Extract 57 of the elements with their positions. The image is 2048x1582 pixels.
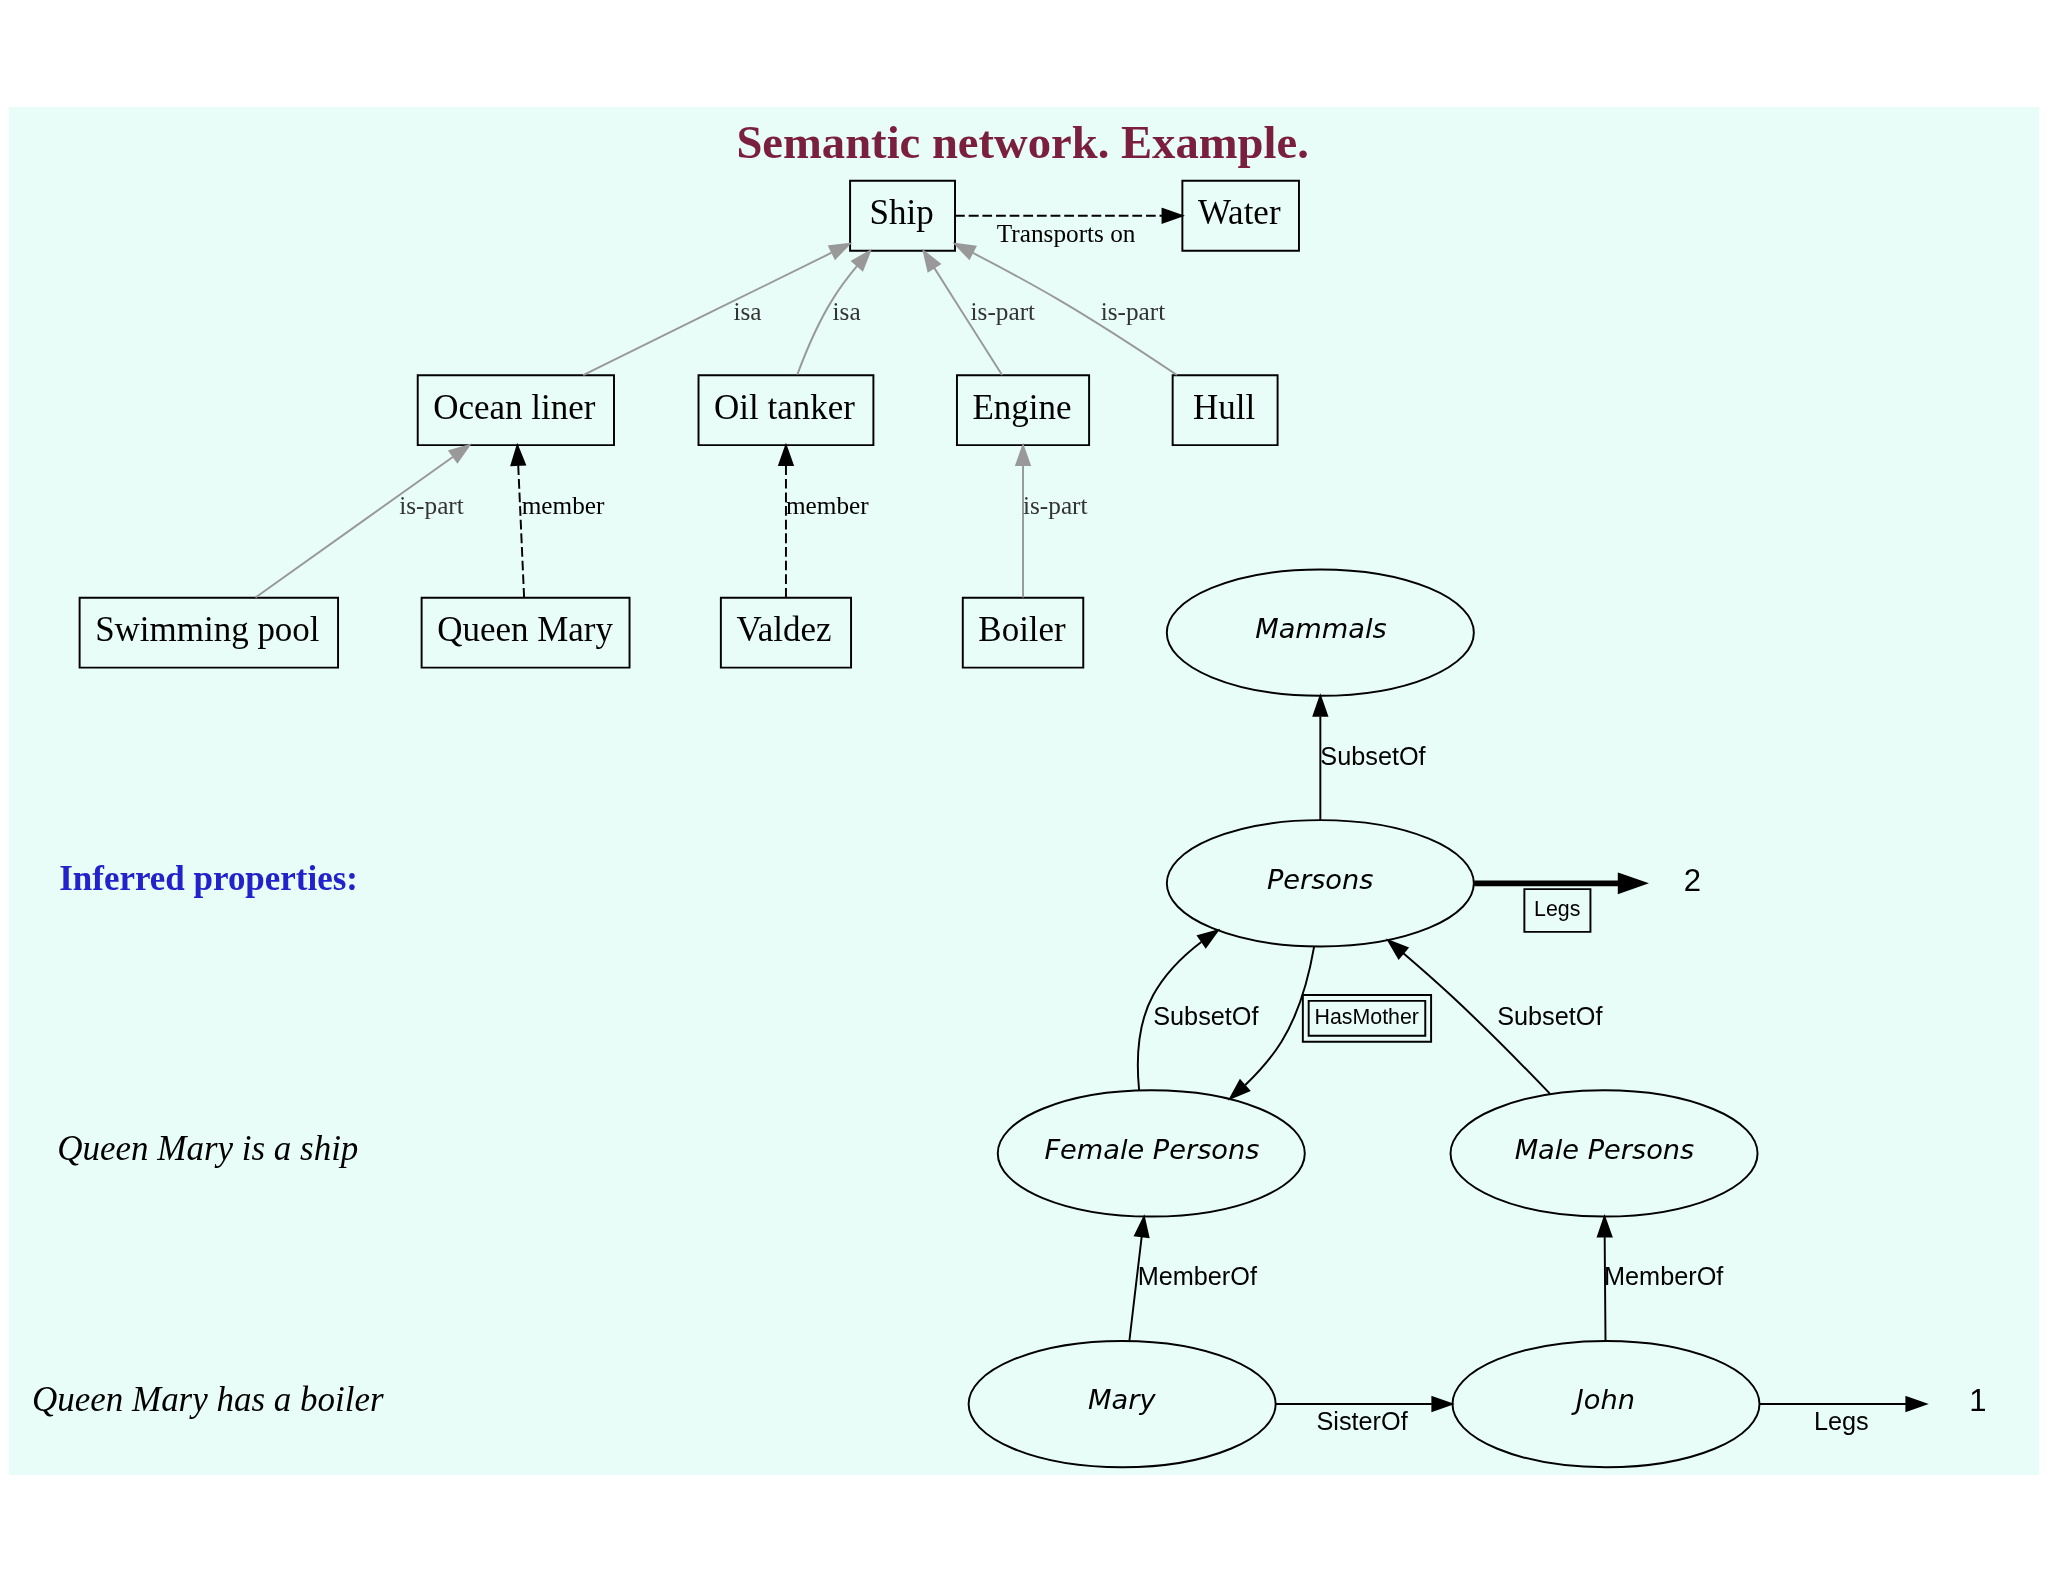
node-ellipse: Male Persons: [1449, 1089, 1759, 1218]
arrow: [796, 248, 873, 376]
edge-label: isa: [832, 296, 861, 325]
label: Inferred properties:: [59, 858, 359, 898]
arrow: [254, 443, 472, 599]
label: Queen Mary is a ship: [57, 1129, 359, 1169]
edge-label: Legs: [1534, 896, 1581, 921]
edge-label: Transports on: [996, 218, 1136, 247]
node-box: Engine: [956, 374, 1091, 447]
edge-label: member: [521, 490, 605, 519]
node-ellipse: John: [1451, 1339, 1761, 1469]
arrow: [1014, 442, 1032, 599]
edge-label: Legs: [1813, 1407, 1869, 1436]
arrow: [1596, 1214, 1613, 1342]
node-text: 1: [1969, 1383, 1987, 1419]
node-box: Ocean liner: [416, 374, 615, 447]
node-ellipse: Mammals: [1165, 568, 1475, 697]
node-box: Valdez: [719, 596, 853, 669]
arrow: [1228, 945, 1316, 1101]
arrow: [1312, 693, 1329, 821]
edge-label: is-part: [1023, 490, 1088, 519]
diagram-title: Semantic network. Example.: [736, 115, 1309, 168]
edge-label: is-part: [399, 490, 464, 519]
node-box: Oil tanker: [697, 374, 875, 447]
edge-label: SisterOf: [1316, 1407, 1408, 1436]
node-box: Water: [1181, 179, 1300, 252]
node-ellipse: Female Persons: [996, 1089, 1306, 1218]
arrow: [922, 248, 1003, 376]
node-box: Hull: [1171, 374, 1279, 447]
edge-label: MemberOf: [1604, 1262, 1724, 1291]
node-ellipse: Mary: [967, 1339, 1277, 1469]
node-box: Ship: [849, 179, 956, 252]
arrow: [510, 442, 527, 599]
edge-label: SubsetOf: [1320, 741, 1426, 770]
edge-label: SubsetOf: [1497, 1001, 1603, 1030]
arrow: [1474, 872, 1649, 895]
edge-label: is-part: [970, 296, 1036, 325]
node-text: 2: [1683, 862, 1702, 898]
node-box: Swimming pool: [78, 596, 340, 669]
edge-label: is-part: [1100, 296, 1166, 325]
arrow: [1128, 1214, 1150, 1342]
edge-label: HasMother: [1314, 1004, 1419, 1029]
arrow: [954, 207, 1185, 224]
node-box: Queen Mary: [420, 596, 631, 669]
edge-label: SubsetOf: [1153, 1001, 1259, 1030]
arrow: [1274, 1395, 1455, 1413]
arrow: [1758, 1395, 1929, 1413]
node-box: Boiler: [961, 596, 1085, 669]
arrow: [952, 242, 1178, 377]
edge-label: member: [785, 490, 869, 519]
label: Queen Mary has a boiler: [32, 1379, 384, 1419]
edge-label: MemberOf: [1137, 1262, 1257, 1291]
arrow: [777, 442, 795, 599]
arrow: [1386, 938, 1551, 1095]
arrow: [582, 242, 853, 376]
arrow: [1136, 928, 1221, 1092]
edge-label: isa: [733, 296, 762, 325]
